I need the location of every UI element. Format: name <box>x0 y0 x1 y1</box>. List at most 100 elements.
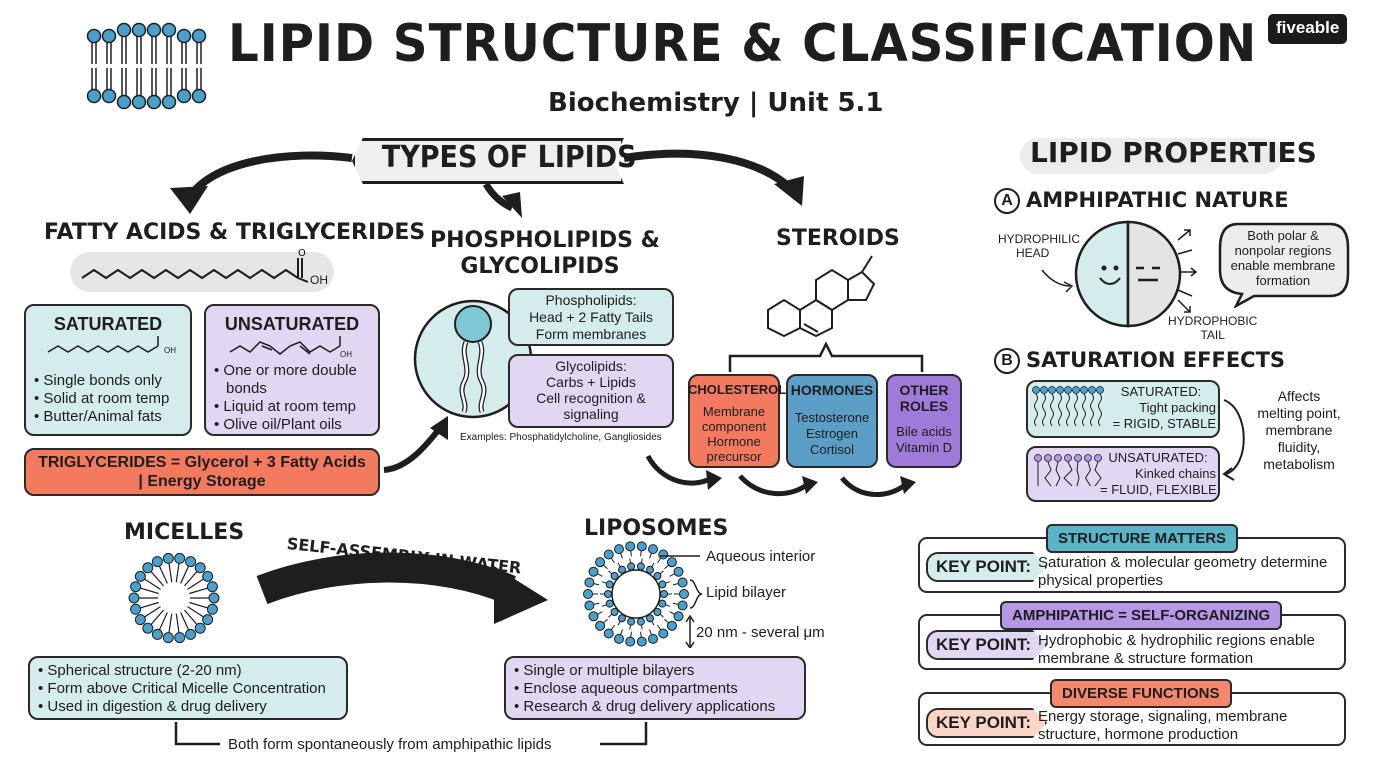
other-roles-box <box>886 374 962 468</box>
brand-logo: fiveable <box>1268 14 1348 44</box>
arrow-phospho-to-cholesterol <box>645 454 714 486</box>
micelles-bullets: • Spherical structure (2-20 nm) • Form a… <box>38 662 326 716</box>
liposome-icon <box>583 541 689 647</box>
svg-text:O: O <box>298 248 306 259</box>
arrow-trig-to-phospho <box>383 426 443 473</box>
list-item: • Butter/Animal fats <box>34 408 162 425</box>
unsaturated-oh-label: OH <box>340 350 352 359</box>
phospholipids-heading-line1: PHOSPHOLIPIDS & <box>430 228 660 253</box>
triglycerides-line2: | Energy Storage <box>138 473 266 490</box>
list-item: • Single or multiple bilayers <box>514 662 695 679</box>
micelle-icon <box>128 552 220 644</box>
hydrophobic-label: HYDROPHOBIC TAIL <box>1168 314 1258 342</box>
arrow-cholesterol-to-hormones <box>738 474 810 497</box>
phospholipid-icon <box>413 299 533 419</box>
triglycerides-line1: TRIGLYCERIDES = Glycerol + 3 Fatty Acids <box>38 454 366 471</box>
list-item: • Form above Critical Micelle Concentrat… <box>38 680 326 697</box>
hormones-text: Testosterone Estrogen Cortisol <box>794 410 870 457</box>
steroids-heading: STEROIDS <box>776 226 900 251</box>
phospholipids-examples: Examples: Phosphatidylcholine, Gangliosi… <box>460 432 662 443</box>
unsaturated-packing-icon <box>1034 454 1102 487</box>
section-a-badge: A <box>994 188 1020 214</box>
fatty-acids-heading: FATTY ACIDS & TRIGLYCERIDES <box>44 220 426 245</box>
speech-bubble-icon <box>1218 222 1350 308</box>
cholesterol-box <box>688 374 780 468</box>
affects-brace-icon <box>1222 399 1245 481</box>
steroid-ring-icon <box>767 255 876 338</box>
key-point-label: KEY POINT: <box>926 552 1048 582</box>
amphipathic-face-icon <box>1041 220 1198 328</box>
unsaturated-box <box>204 304 380 436</box>
arrow-to-steroids <box>623 149 793 191</box>
section-b-badge: B <box>994 348 1020 374</box>
list-item: • Olive oil/Plant oils <box>214 416 342 433</box>
phospholipids-box-text: Phospholipids: Head + 2 Fatty Tails Form… <box>529 292 653 342</box>
hormones-title: HORMONES <box>790 382 874 398</box>
page-title: LIPID STRUCTURE & CLASSIFICATION <box>228 14 1258 74</box>
types-banner <box>352 138 624 184</box>
phospholipids-box <box>508 288 674 346</box>
unsaturated-effect-text: UNSATURATED: Kinked chains = FLUID, FLEX… <box>1100 450 1217 497</box>
page-subtitle: Biochemistry | Unit 5.1 <box>548 88 884 118</box>
list-item: • Spherical structure (2-20 nm) <box>38 662 242 679</box>
properties-heading-bg <box>1020 138 1282 174</box>
glycolipids-box <box>508 354 674 428</box>
key-point-text: Saturation & molecular geometry determin… <box>1038 554 1328 589</box>
list-item: • Liquid at room temp <box>214 398 356 415</box>
hormones-box <box>786 374 878 468</box>
glycolipids-box-text: Glycolipids: Carbs + Lipids Cell recogni… <box>536 358 646 422</box>
list-item: • Enclose aqueous compartments <box>514 680 738 697</box>
saturated-effect-box <box>1026 380 1220 438</box>
affects-text: Affects melting point, membrane fluidity… <box>1257 388 1341 472</box>
key-point-label: KEY POINT: <box>926 708 1048 738</box>
saturated-box <box>24 304 192 436</box>
section-b-title: SATURATION EFFECTS <box>1026 348 1286 372</box>
list-item: • Single bonds only <box>34 372 162 389</box>
steroid-bracket <box>728 341 924 372</box>
key-point-text: Energy storage, signaling, membrane stru… <box>1038 708 1288 743</box>
liposomes-bullets: • Single or multiple bilayers • Enclose … <box>514 662 775 716</box>
footer-note: Both form spontaneously from amphipathic… <box>228 736 552 753</box>
liposomes-heading: LIPOSOMES <box>584 516 729 541</box>
liposomes-box <box>504 656 806 720</box>
micelles-box <box>28 656 348 720</box>
saturated-packing-icon <box>1032 386 1104 427</box>
list-item: bonds <box>226 380 267 397</box>
list-item: • Research & drug delivery applications <box>514 698 776 715</box>
unsaturated-bullets: • One or more double bonds • Liquid at r… <box>214 362 357 434</box>
key-point-tag: DIVERSE FUNCTIONS <box>1050 679 1232 708</box>
arrow-to-fatty-acids <box>184 151 353 203</box>
self-assembly-arrow <box>256 552 516 605</box>
key-point-text: Hydrophobic & hydrophilic regions enable… <box>1038 632 1315 667</box>
arrow-hormones-to-other <box>840 476 908 497</box>
footer-bracket <box>174 722 648 746</box>
liposome-interior-label: Aqueous interior <box>706 548 816 565</box>
list-item: • Solid at room temp <box>34 390 170 407</box>
arrow-to-phospholipids <box>482 182 514 212</box>
section-a-title: AMPHIPATHIC NATURE <box>1026 188 1289 212</box>
unsaturated-title: UNSATURATED <box>224 314 360 334</box>
other-roles-title: OTHER ROLES <box>899 382 949 414</box>
saturated-title: SATURATED <box>53 314 163 334</box>
fatty-acid-oh-label: OH <box>310 273 328 287</box>
other-roles-text: Bile acids Vitamin D <box>895 424 953 455</box>
list-item: • One or more double <box>214 362 357 379</box>
membrane-logo-icon <box>86 22 207 110</box>
properties-heading: LIPID PROPERTIES <box>1030 136 1317 169</box>
hydrophilic-label: HYDROPHILIC HEAD <box>998 232 1081 260</box>
triglycerides-box <box>24 448 380 496</box>
unsaturated-chain-icon <box>229 336 341 355</box>
cholesterol-text: Membrane component Hormone precursor <box>701 404 767 464</box>
liposome-size-label: 20 nm - several μm <box>696 624 825 641</box>
key-point-tag: STRUCTURE MATTERS <box>1046 524 1239 553</box>
fatty-acid-chain-icon: O <box>81 248 309 283</box>
key-point-tag: AMPHIPATHIC = SELF-ORGANIZING <box>1000 601 1283 630</box>
types-banner-label: TYPES OF LIPIDS <box>381 140 637 175</box>
key-point-label: KEY POINT: <box>926 630 1048 660</box>
micelles-heading: MICELLES <box>124 520 245 545</box>
cholesterol-title: CHOLESTEROL <box>688 382 787 397</box>
speech-bubble-text: Both polar & nonpolar regions enable mem… <box>1230 228 1336 288</box>
saturated-chain-icon <box>47 336 159 353</box>
phospholipids-heading-line2: GLYCOLIPIDS <box>460 254 620 279</box>
liposome-label-lines <box>660 555 703 648</box>
